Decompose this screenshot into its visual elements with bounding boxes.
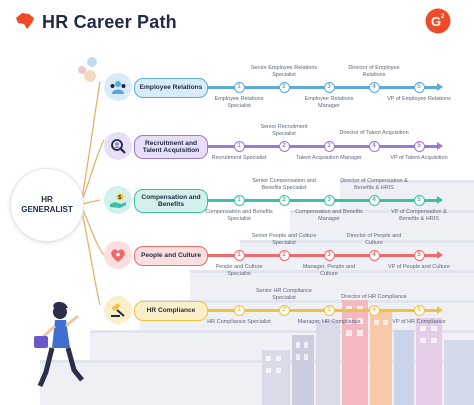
track-pill-recruit: Recruitment and Talent Acquisition — [134, 135, 208, 159]
track-line-compliance — [206, 309, 439, 312]
step-node-4: 4 — [368, 249, 380, 261]
track-pill-employee: Employee Relations — [134, 78, 208, 98]
track-line-comp — [206, 199, 439, 202]
hand-coin-icon: $ — [110, 193, 126, 208]
connector-curves — [81, 81, 105, 306]
step-node-1: 1 — [233, 249, 245, 261]
step-node-2: 2 — [278, 304, 290, 316]
magnifier-person-badge — [104, 132, 132, 160]
step-node-2: 2 — [278, 81, 290, 93]
hand-coin-badge: $ — [104, 186, 132, 214]
step-node-1: 1 — [233, 304, 245, 316]
role-label-bottom: HR Compliance Specialist — [207, 319, 271, 325]
gavel-badge — [104, 296, 132, 324]
step-node-5: 5 — [413, 249, 425, 261]
track-line-people — [206, 254, 439, 257]
page-title: HR Career Path — [42, 12, 177, 32]
svg-text:$: $ — [118, 195, 121, 201]
track-pill-people: People and Culture — [134, 246, 208, 266]
hr-generalist-node: HR GENERALIST — [10, 168, 84, 242]
step-node-2: 2 — [278, 249, 290, 261]
track-pill-comp: Compensation and Benefits — [134, 189, 208, 213]
generalist-line1: HR — [41, 195, 53, 204]
step-node-4: 4 — [368, 304, 380, 316]
step-node-1: 1 — [233, 140, 245, 152]
role-label-bottom: Employee Relations Manager — [304, 96, 354, 109]
role-label-top: Senior Recruitment Specialist — [260, 124, 308, 137]
role-label-top: Senior HR Compliance Specialist — [256, 288, 312, 301]
role-label-top: Director of Compensation & Benefits & HR… — [340, 178, 408, 191]
step-node-3: 3 — [323, 304, 335, 316]
magnifier-person-icon — [111, 139, 126, 154]
role-label-top: Director of Employee Relations — [348, 65, 400, 78]
people-group-badge — [104, 73, 132, 101]
step-node-1: 1 — [233, 194, 245, 206]
track-line-employee — [206, 86, 439, 89]
role-label-bottom: Compensation and Benefits Manager — [295, 209, 363, 222]
step-node-1: 1 — [233, 81, 245, 93]
step-node-5: 5 — [413, 304, 425, 316]
role-label-top: Senior Compensation and Benefits Special… — [252, 178, 316, 191]
mini-avatars — [78, 57, 97, 82]
step-node-2: 2 — [278, 194, 290, 206]
track-arrow-employee — [437, 83, 443, 91]
track-name: HR Compliance — [146, 307, 196, 315]
role-label-bottom: VP of People and Culture — [388, 264, 450, 270]
track-arrow-recruit — [437, 142, 443, 150]
step-node-4: 4 — [368, 194, 380, 206]
track-name: Recruitment and Talent Acquisition — [142, 139, 200, 155]
svg-text:G: G — [431, 14, 441, 29]
track-line-recruit — [206, 145, 439, 148]
brand-map-icon — [16, 13, 34, 29]
role-label-top: Director of People and Culture — [346, 233, 402, 246]
track-name: People and Culture — [140, 252, 202, 260]
track-arrow-people — [437, 251, 443, 259]
people-group-icon — [110, 81, 126, 94]
generalist-line2: GENERALIST — [21, 205, 73, 214]
step-node-3: 3 — [323, 140, 335, 152]
heart-people-badge — [104, 241, 132, 269]
step-node-5: 5 — [413, 140, 425, 152]
step-node-3: 3 — [323, 194, 335, 206]
role-label-bottom: VP of HR Compliance — [392, 319, 446, 325]
role-label-bottom: VP of Compensation & Benefits & HRIS — [391, 209, 447, 222]
track-pill-compliance: HR Compliance — [134, 301, 208, 321]
role-label-top: Director of HR Compliance — [341, 294, 407, 300]
track-name: Employee Relations — [139, 84, 203, 92]
role-label-bottom: People and Culture Specialist — [215, 264, 263, 277]
step-node-3: 3 — [323, 81, 335, 93]
track-name: Compensation and Benefits — [141, 193, 201, 209]
role-label-bottom: Manager, People and Culture — [302, 264, 356, 277]
role-label-bottom: VP of Employee Relations — [387, 96, 451, 102]
g2-logo-icon: G 2 — [425, 8, 451, 34]
role-label-bottom: Recruitment Specialist — [211, 155, 267, 161]
role-label-bottom: Manager, HR Compliance — [297, 319, 361, 325]
gavel-icon — [111, 303, 125, 317]
running-person-illustration — [34, 301, 84, 387]
role-label-bottom: Compensation and Benefits Specialist — [205, 209, 273, 222]
role-label-top: Senior Employee Relations Specialist — [250, 65, 318, 78]
track-arrow-compliance — [437, 306, 443, 314]
heart-people-icon — [111, 249, 125, 262]
role-label-bottom: VP of Talent Acquisition — [390, 155, 448, 161]
step-node-3: 3 — [323, 249, 335, 261]
step-node-5: 5 — [413, 194, 425, 206]
step-node-4: 4 — [368, 140, 380, 152]
step-node-4: 4 — [368, 81, 380, 93]
role-label-top: Senior People and Culture Specialist — [251, 233, 317, 246]
track-arrow-comp — [437, 196, 443, 204]
role-label-bottom: Talent Acquisition Manager — [296, 155, 362, 161]
city-skyline — [262, 300, 474, 405]
step-node-5: 5 — [413, 81, 425, 93]
step-node-2: 2 — [278, 140, 290, 152]
role-label-top: Director of Talent Acquisition — [339, 130, 409, 136]
role-label-bottom: Employee Relations Specialist — [214, 96, 264, 109]
svg-text:2: 2 — [441, 14, 445, 20]
